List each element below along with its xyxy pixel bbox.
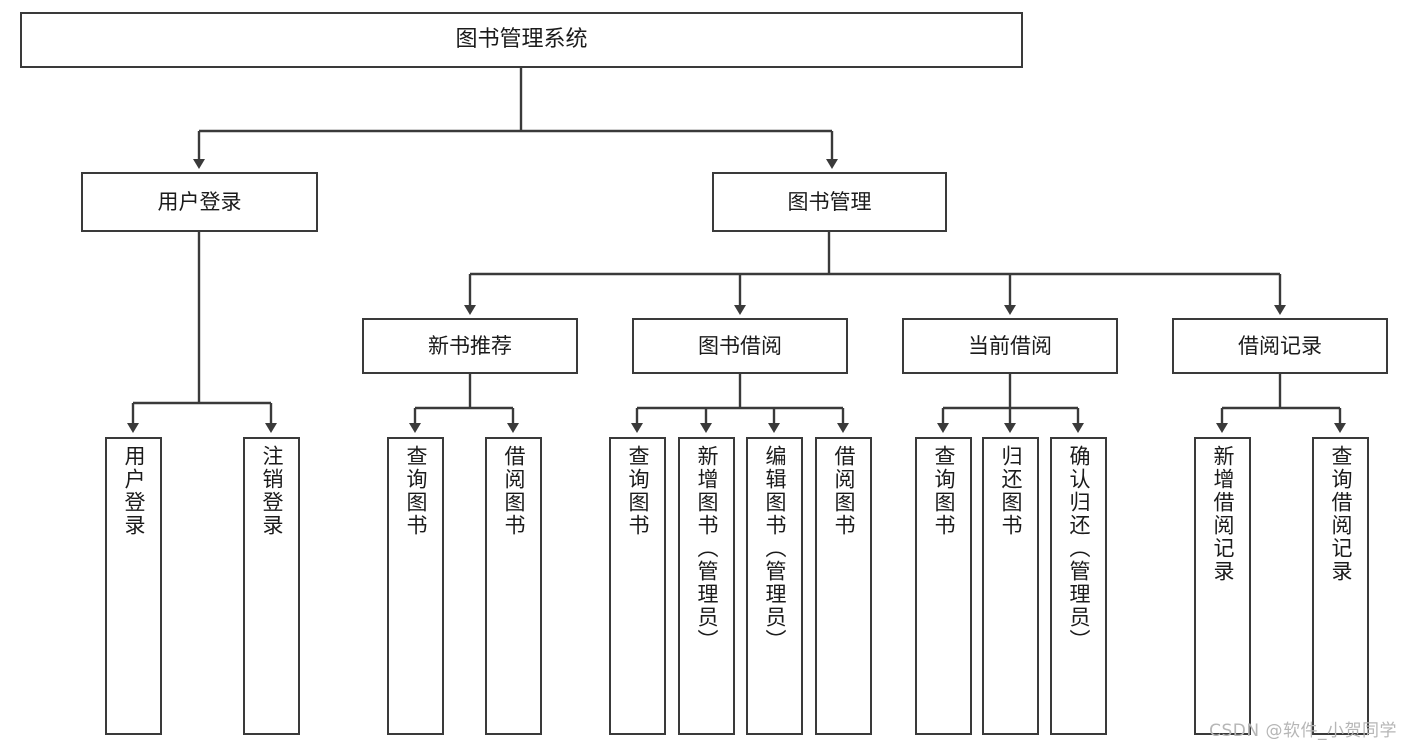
node-new-book-recommend[interactable]: 新书推荐: [362, 318, 578, 374]
node-book-management[interactable]: 图书管理: [712, 172, 947, 232]
leaf-borrow-edit-book[interactable]: 编辑图书（管理员）: [746, 437, 803, 735]
leaf-user-login-login[interactable]: 用户登录: [105, 437, 162, 735]
node-book-management-label: 图书管理: [787, 189, 872, 214]
leaf-recommend-query-book-label: 查询图书: [404, 445, 428, 537]
node-book-borrow[interactable]: 图书借阅: [632, 318, 848, 374]
node-book-borrow-label: 图书借阅: [698, 333, 782, 358]
node-root[interactable]: 图书管理系统: [20, 12, 1023, 68]
leaf-current-query-book-label: 查询图书: [932, 445, 956, 537]
leaf-current-return-book-label: 归还图书: [999, 445, 1023, 537]
leaf-borrow-add-book-label: 新增图书（管理员）: [695, 445, 719, 652]
leaf-record-query-record-label: 查询借阅记录: [1329, 445, 1353, 583]
leaf-borrow-edit-book-label: 编辑图书（管理员）: [763, 445, 787, 652]
node-root-label: 图书管理系统: [455, 27, 588, 53]
leaf-borrow-query-book[interactable]: 查询图书: [609, 437, 666, 735]
leaf-recommend-borrow-book-label: 借阅图书: [502, 445, 526, 537]
node-current-borrow-label: 当前借阅: [968, 333, 1052, 358]
leaf-borrow-borrow-book[interactable]: 借阅图书: [815, 437, 872, 735]
leaf-record-add-record-label: 新增借阅记录: [1211, 445, 1235, 583]
leaf-user-login-logout[interactable]: 注销登录: [243, 437, 300, 735]
leaf-record-add-record[interactable]: 新增借阅记录: [1194, 437, 1251, 735]
node-borrow-record-label: 借阅记录: [1238, 333, 1322, 358]
leaf-current-confirm-return-label: 确认归还（管理员）: [1067, 445, 1091, 652]
leaf-user-login-login-label: 用户登录: [122, 445, 146, 537]
leaf-current-confirm-return[interactable]: 确认归还（管理员）: [1050, 437, 1107, 735]
node-current-borrow[interactable]: 当前借阅: [902, 318, 1118, 374]
node-user-login-label: 用户登录: [157, 189, 242, 214]
leaf-current-query-book[interactable]: 查询图书: [915, 437, 972, 735]
leaf-user-login-logout-label: 注销登录: [260, 445, 284, 537]
csdn-watermark: CSDN @软件_小贺同学: [1209, 721, 1397, 741]
node-new-book-recommend-label: 新书推荐: [428, 333, 512, 358]
leaf-recommend-borrow-book[interactable]: 借阅图书: [485, 437, 542, 735]
leaf-record-query-record[interactable]: 查询借阅记录: [1312, 437, 1369, 735]
leaf-current-return-book[interactable]: 归还图书: [982, 437, 1039, 735]
leaf-borrow-borrow-book-label: 借阅图书: [832, 445, 856, 537]
node-user-login[interactable]: 用户登录: [81, 172, 318, 232]
leaf-recommend-query-book[interactable]: 查询图书: [387, 437, 444, 735]
leaf-borrow-query-book-label: 查询图书: [626, 445, 650, 537]
leaf-borrow-add-book[interactable]: 新增图书（管理员）: [678, 437, 735, 735]
node-borrow-record[interactable]: 借阅记录: [1172, 318, 1388, 374]
